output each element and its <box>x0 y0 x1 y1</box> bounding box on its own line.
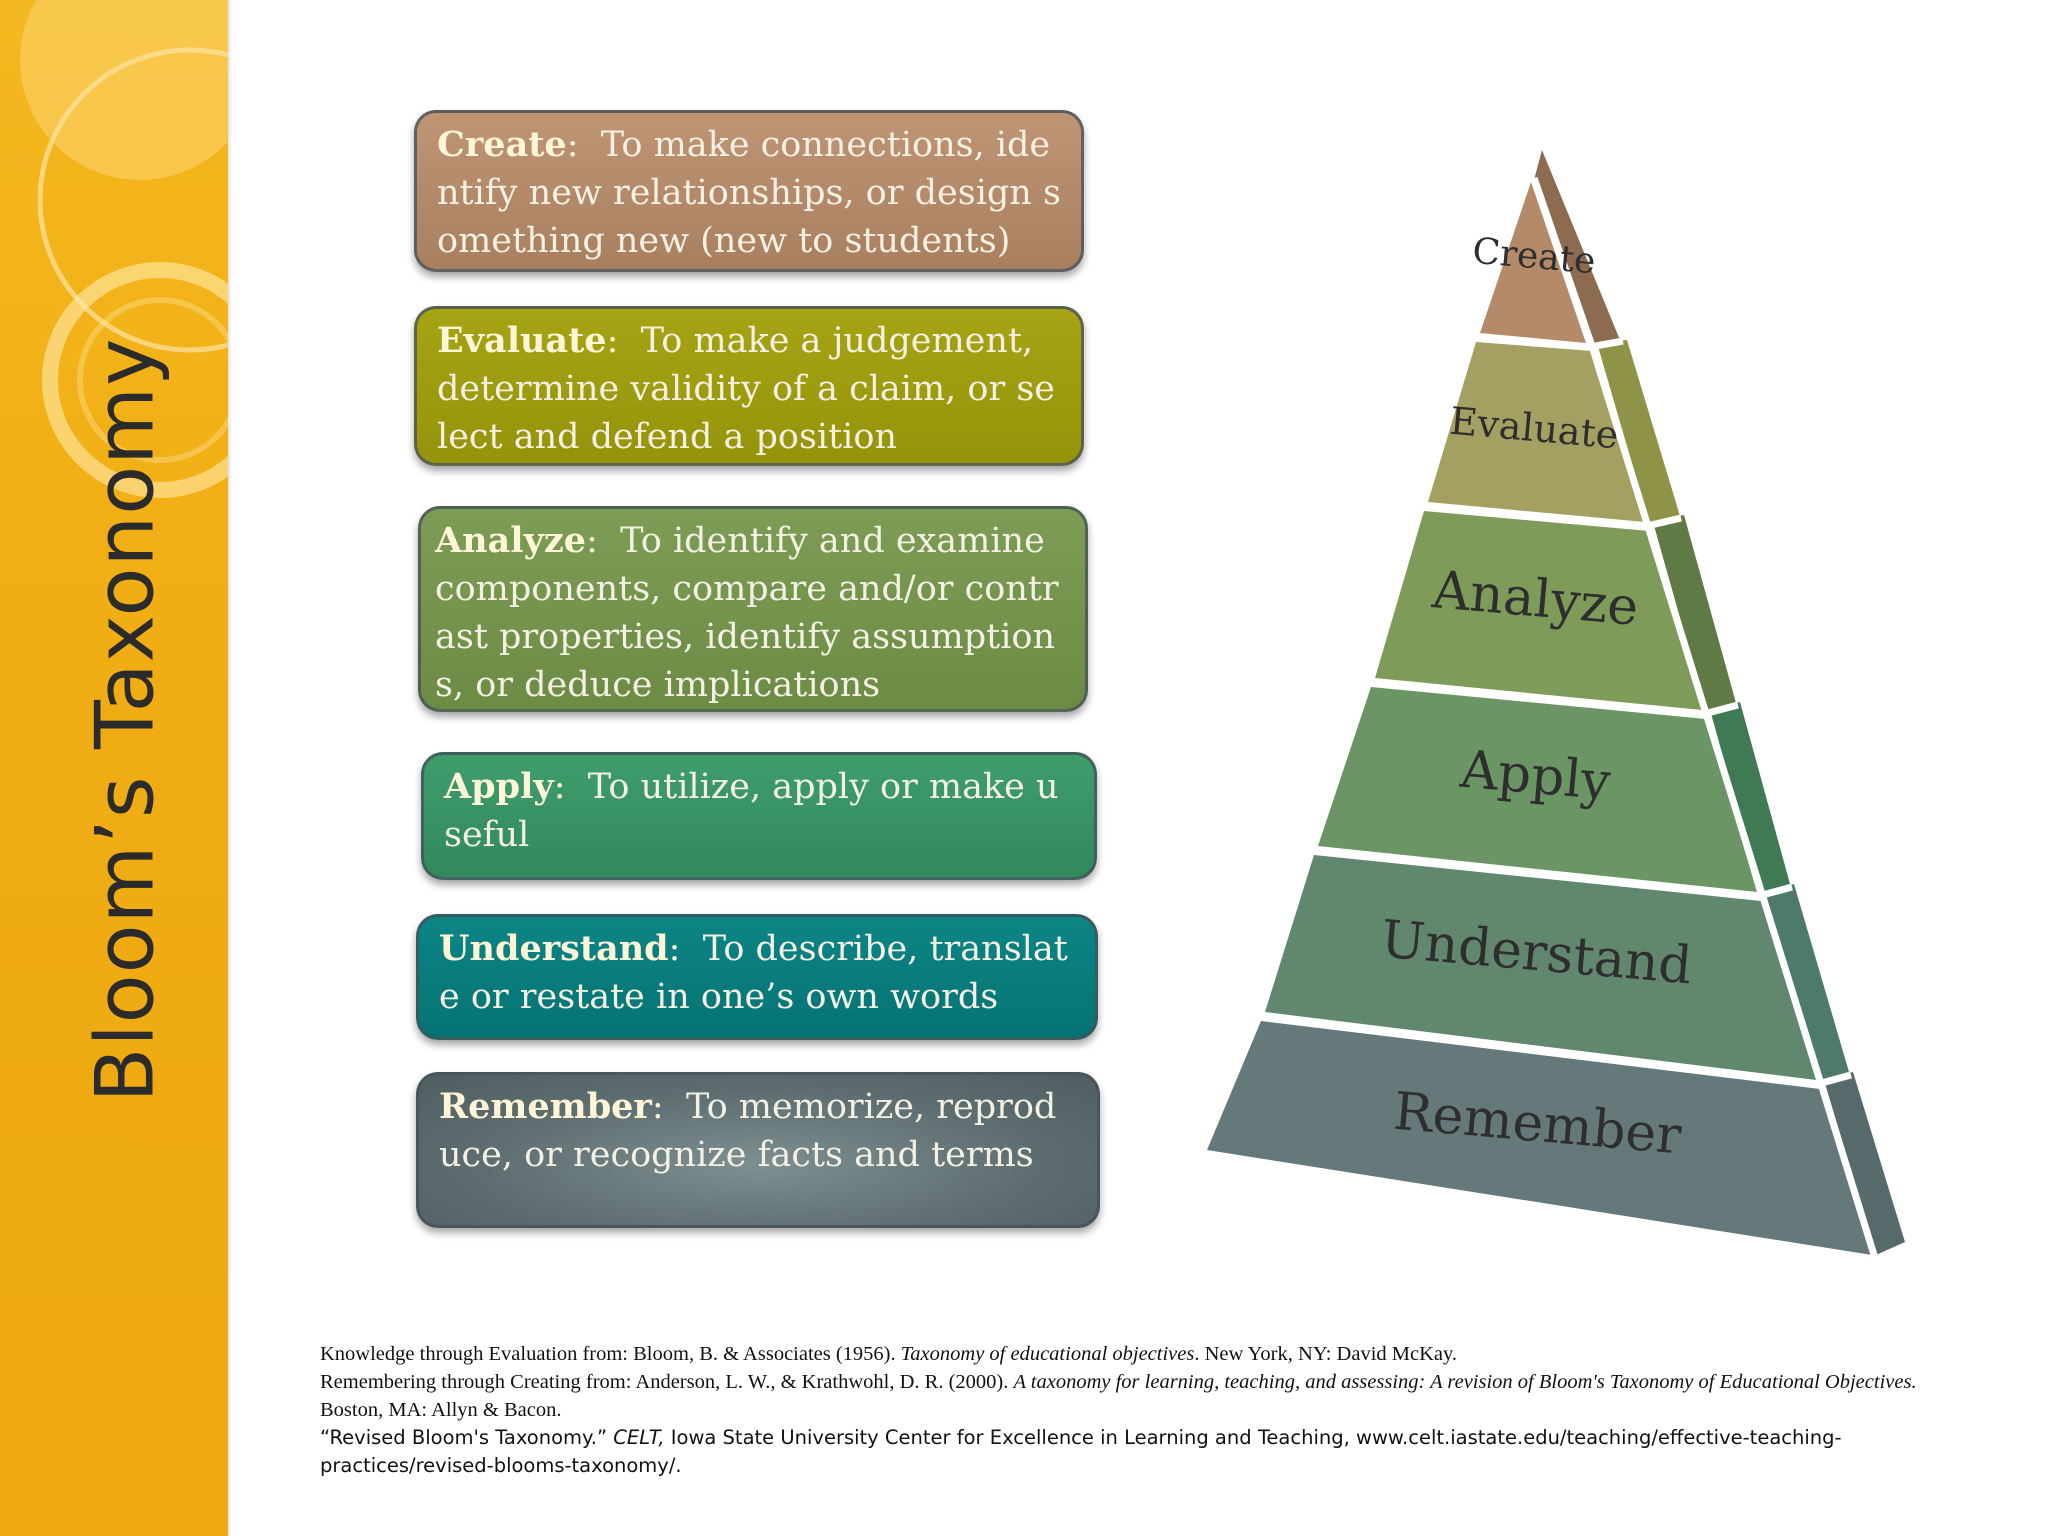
reference-1: Knowledge through Evaluation from: Bloom… <box>320 1343 1458 1365</box>
references: Knowledge through Evaluation from: Bloom… <box>320 1340 1920 1480</box>
pyramid-side-create <box>1534 150 1620 343</box>
apply-desc: To utilize, apply or make useful <box>444 767 1059 855</box>
understand-desc: To describe, translate or restate in one… <box>439 929 1068 1017</box>
analyze-desc: To identify and examine components, comp… <box>435 521 1059 705</box>
remember-box: Remember: To memorize, reproduce, or rec… <box>416 1072 1100 1228</box>
pyramid-side-remember <box>1824 1072 1905 1255</box>
pyramid-face-understand <box>1265 855 1816 1080</box>
pyramid-face-remember <box>1207 1021 1872 1255</box>
analyze-term: Analyze <box>435 520 587 561</box>
pyramid-label-apply: Apply <box>1457 740 1613 813</box>
reference-3: “Revised Bloom's Taxonomy.” CELT, Iowa S… <box>320 1426 1842 1477</box>
evaluate-desc: To make a judgement, determine validity … <box>437 321 1056 457</box>
pyramid-face-analyze <box>1375 511 1702 710</box>
create-box: Create: To make connections, identify ne… <box>414 110 1084 272</box>
analyze-box: Analyze: To identify and examine compone… <box>418 506 1088 712</box>
remember-desc: To memorize, reproduce, or recognize fac… <box>439 1087 1057 1175</box>
slide-title: Bloom’s Taxonomy <box>78 337 172 1103</box>
sidebar-edge <box>228 0 232 1536</box>
apply-box: Apply: To utilize, apply or make useful <box>421 752 1097 880</box>
create-desc: To make connections, identify new relati… <box>437 125 1061 261</box>
evaluate-term: Evaluate <box>437 320 607 361</box>
reference-2: Remembering through Creating from: Ander… <box>320 1371 1917 1421</box>
pyramid-side-analyze <box>1653 515 1736 710</box>
pyramid-side-understand <box>1765 884 1849 1080</box>
pyramid-separators <box>1262 176 1879 1260</box>
pyramid-face-apply <box>1318 687 1757 892</box>
pyramid-diagram: Create Evaluate Analyze Apply Understand… <box>1207 150 1905 1260</box>
evaluate-box: Evaluate: To make a judgement, determine… <box>414 306 1084 466</box>
pyramid-side-evaluate <box>1597 340 1680 522</box>
sidebar: Bloom’s Taxonomy <box>0 0 228 1536</box>
pyramid-face-evaluate <box>1428 342 1645 522</box>
understand-box: Understand: To describe, translate or re… <box>416 914 1098 1040</box>
understand-term: Understand <box>439 928 669 969</box>
pyramid-face-create <box>1480 182 1586 343</box>
create-term: Create <box>437 124 567 165</box>
apply-term: Apply <box>444 766 554 807</box>
pyramid-side-apply <box>1710 702 1790 892</box>
remember-term: Remember <box>439 1086 652 1127</box>
